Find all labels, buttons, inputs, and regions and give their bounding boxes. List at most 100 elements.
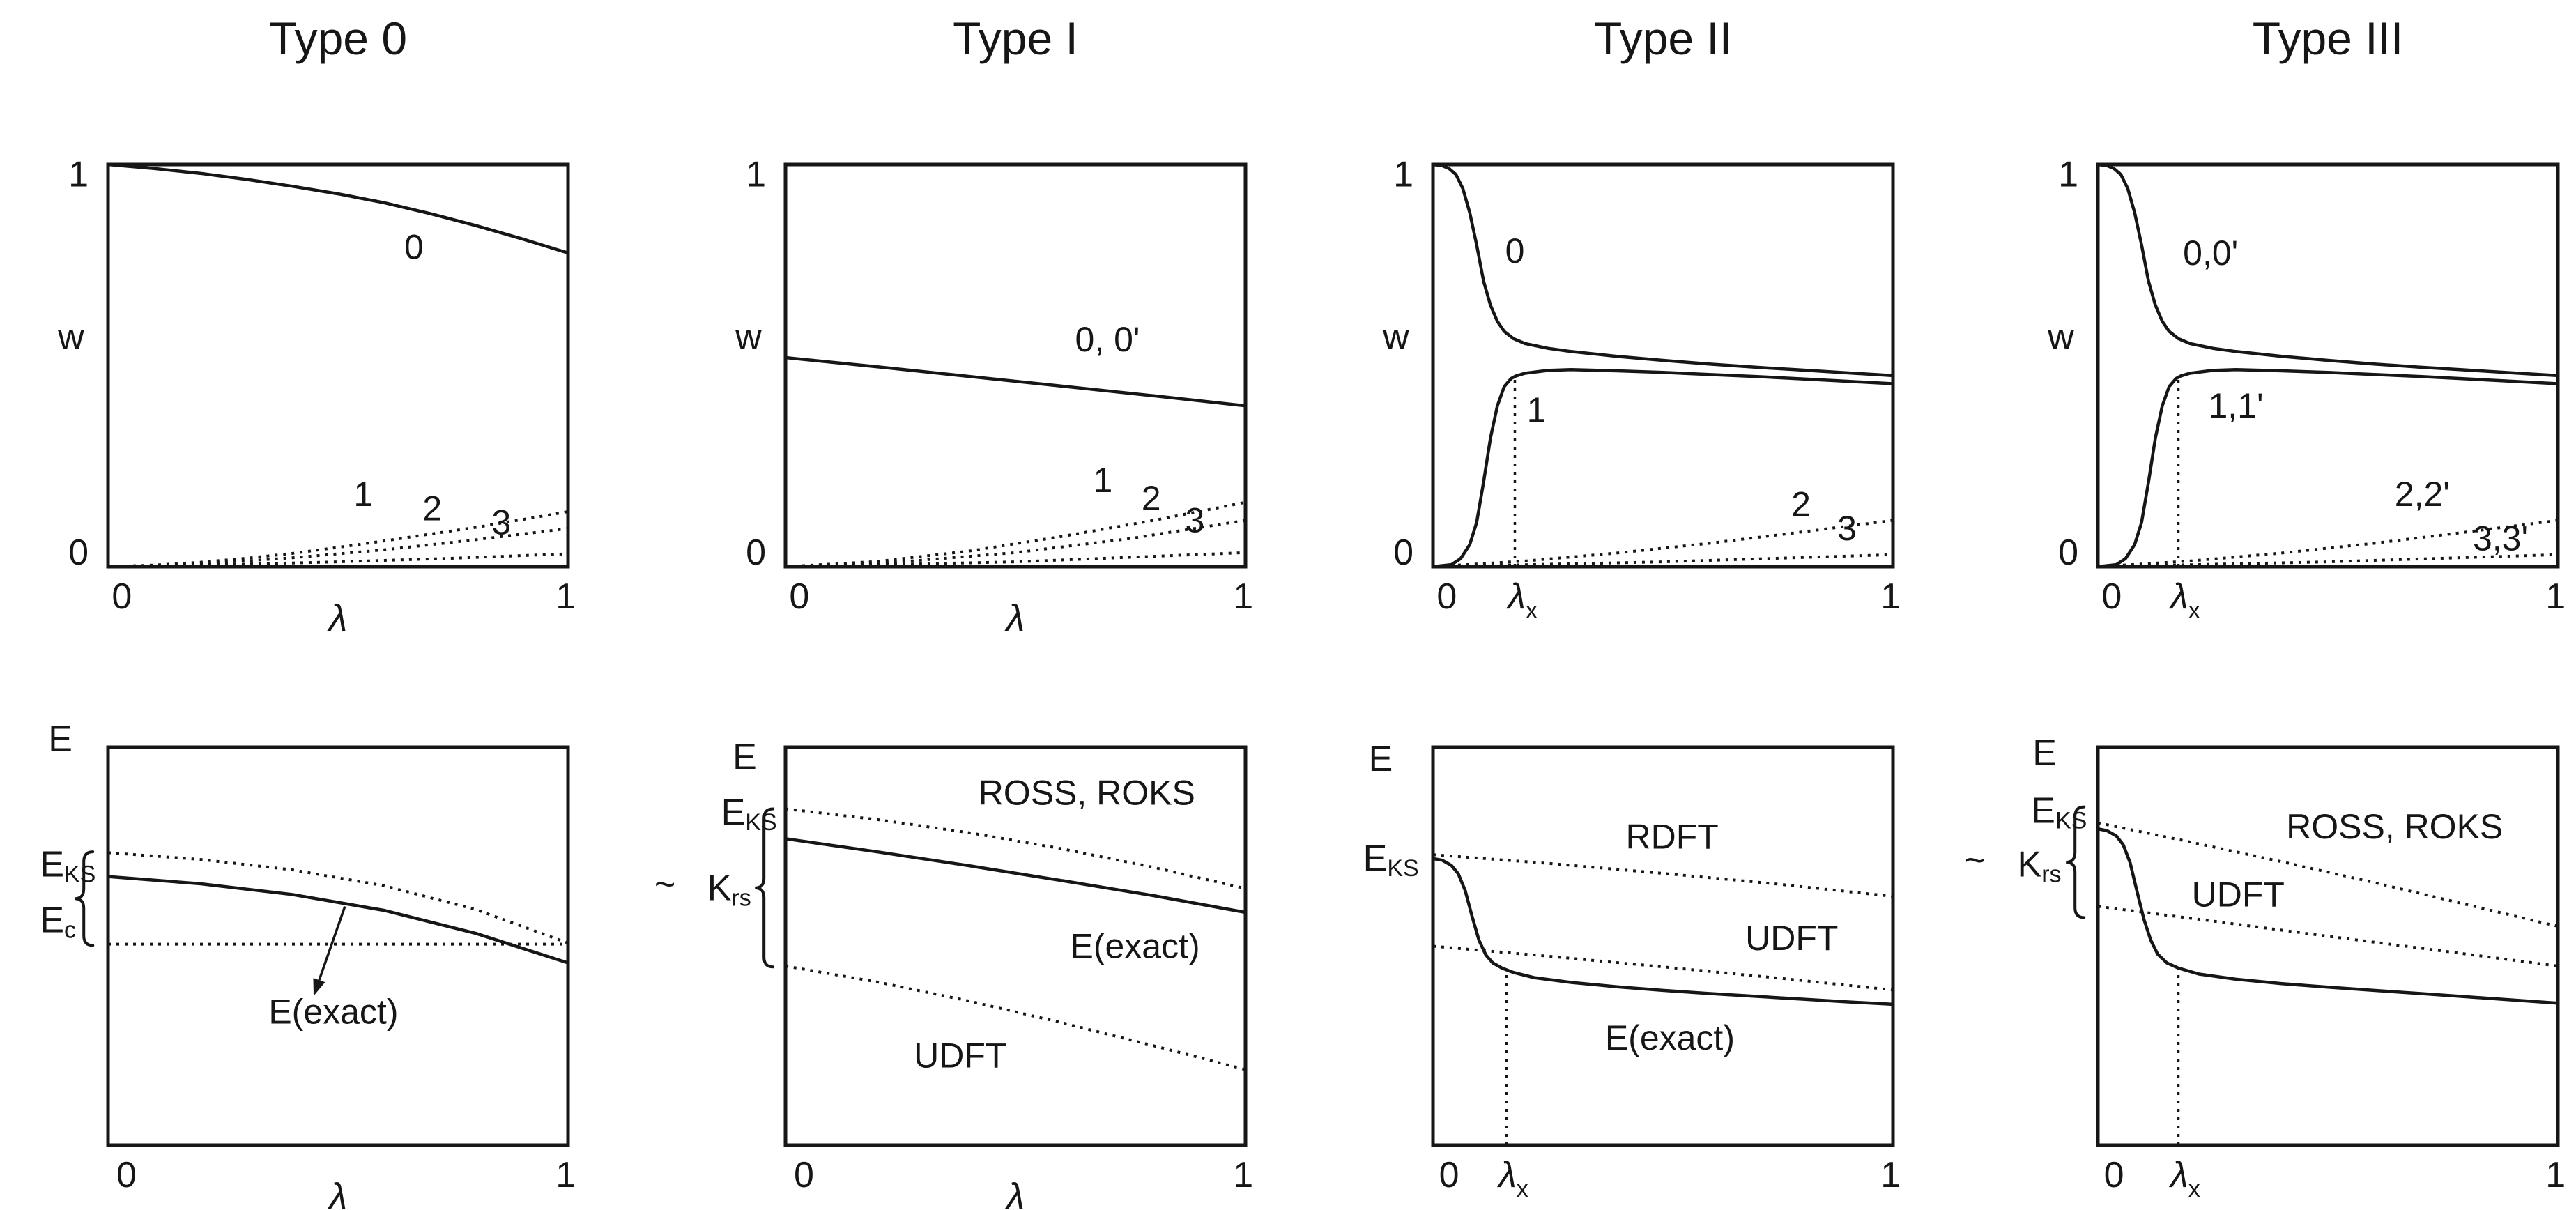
column-title-type0: Type 0 xyxy=(268,13,408,64)
Krs-label: Krs xyxy=(707,868,751,912)
y-axis-label: E xyxy=(2032,733,2057,774)
EKS-label: EKS xyxy=(2031,790,2087,834)
x-tick-label: 0 xyxy=(2104,1155,2124,1195)
series-label-UDFT: UDFT xyxy=(2192,875,2285,914)
series-label-states-2-2prime: 2,2' xyxy=(2395,475,2450,514)
series-state-1 xyxy=(1432,368,1894,569)
Krs-brace xyxy=(755,807,775,969)
series-state-3 xyxy=(107,552,569,568)
series-label-states-0-0prime: 0, 0' xyxy=(1075,320,1140,359)
x-tick-label: 1 xyxy=(2545,1155,2566,1195)
series-state-0 xyxy=(107,162,569,255)
E-exact-arrow-shaft xyxy=(318,905,346,981)
plot-frame xyxy=(106,745,570,1147)
x-tick-label: 1 xyxy=(1880,1155,1901,1195)
y-tick-label: 0 xyxy=(1393,533,1413,573)
x-axis-label: λ xyxy=(1004,597,1025,639)
approx-tilde: ~ xyxy=(654,864,675,905)
y-tick-label: 1 xyxy=(746,154,766,194)
series-label-state-1: 1 xyxy=(1527,390,1547,429)
y-tick-label: 1 xyxy=(1393,154,1413,194)
x-tick-label: λx xyxy=(2168,1155,2200,1202)
x-tick-label: 0 xyxy=(116,1155,137,1195)
x-tick-label: 0 xyxy=(2101,576,2122,617)
x-axis-label: λ xyxy=(1004,1176,1025,1210)
column-title-typeIII: Type III xyxy=(2252,13,2404,64)
series-label-ROSS-ROKS: ROSS, ROKS xyxy=(2286,807,2503,846)
column-title-typeII: Type II xyxy=(1593,13,1733,64)
plot-frame xyxy=(1431,745,1895,1147)
x-tick-label: 1 xyxy=(1233,1155,1253,1195)
series-EKS-dotted-curve xyxy=(107,851,569,944)
series-label-E-exact: E(exact) xyxy=(1071,927,1200,966)
y-axis-label: w xyxy=(2047,317,2074,358)
plot-frame xyxy=(783,745,1248,1147)
series-UDFT xyxy=(785,965,1246,1071)
x-tick-label: 0 xyxy=(1436,576,1457,617)
y-axis-label: w xyxy=(1382,317,1409,358)
series-ROSS-ROKS xyxy=(785,807,1246,890)
x-tick-label: λx xyxy=(2168,576,2200,624)
y-axis-label: w xyxy=(57,317,84,358)
EKS-label: EKS xyxy=(40,844,95,887)
series-label-state-0: 0 xyxy=(1505,231,1525,270)
x-tick-label: λx xyxy=(1496,1155,1528,1202)
series-label-E-exact: E(exact) xyxy=(1605,1018,1735,1057)
series-UDFT xyxy=(2097,905,2559,967)
series-state-2 xyxy=(785,519,1246,568)
series-label-state-3: 3 xyxy=(491,503,511,542)
EKS-label: EKS xyxy=(1363,838,1419,882)
series-states-2-2prime xyxy=(2097,519,2559,568)
series-E-exact xyxy=(1432,857,1894,1006)
series-label-states-0-0prime: 0,0' xyxy=(2183,233,2238,273)
Ec-label: Ec xyxy=(40,900,76,943)
column-title-typeI: Type I xyxy=(953,13,1078,64)
x-tick-label: 0 xyxy=(794,1155,814,1195)
E-exact-arrow-head xyxy=(313,978,325,996)
series-ROSS-ROKS xyxy=(2097,821,2559,928)
series-label-states-3-3prime: 3,3' xyxy=(2473,519,2528,558)
series-state-3 xyxy=(785,551,1246,568)
x-tick-label: 0 xyxy=(1439,1155,1459,1195)
EKS-label: EKS xyxy=(721,792,777,836)
series-label-E-exact: E(exact) xyxy=(268,993,398,1032)
series-RDFT xyxy=(1432,853,1894,898)
approx-tilde: ~ xyxy=(1965,841,1986,881)
series-states-0-0prime xyxy=(785,355,1246,408)
y-axis-label: w xyxy=(735,317,762,358)
Krs-brace xyxy=(2066,805,2086,919)
x-tick-label: 1 xyxy=(1880,576,1901,617)
series-label-state-3: 3 xyxy=(1837,509,1857,548)
series-state-0 xyxy=(1432,162,1894,378)
series-state-3 xyxy=(1432,553,1894,568)
series-E-exact xyxy=(785,837,1246,914)
x-tick-label: 1 xyxy=(1233,576,1253,617)
series-UDFT xyxy=(1432,944,1894,992)
y-axis-label: E xyxy=(733,737,757,777)
y-tick-label: 0 xyxy=(746,533,766,573)
y-tick-label: 1 xyxy=(68,154,89,194)
x-tick-label: 0 xyxy=(112,576,132,617)
y-tick-label: 0 xyxy=(68,533,89,573)
plot-frame xyxy=(106,162,570,569)
plot-frame xyxy=(783,162,1248,569)
Krs-label: Krs xyxy=(2018,844,2062,887)
series-label-state-1: 1 xyxy=(353,475,373,514)
x-tick-label: 1 xyxy=(555,1155,576,1195)
plot-frame xyxy=(1431,162,1895,569)
series-label-ROSS-ROKS: ROSS, ROKS xyxy=(979,774,1195,813)
series-E-exact xyxy=(107,875,569,965)
series-label-state-2: 2 xyxy=(422,489,442,528)
y-tick-label: 1 xyxy=(2058,154,2078,194)
x-tick-label: λx xyxy=(1505,576,1538,624)
series-label-RDFT: RDFT xyxy=(1626,817,1719,856)
